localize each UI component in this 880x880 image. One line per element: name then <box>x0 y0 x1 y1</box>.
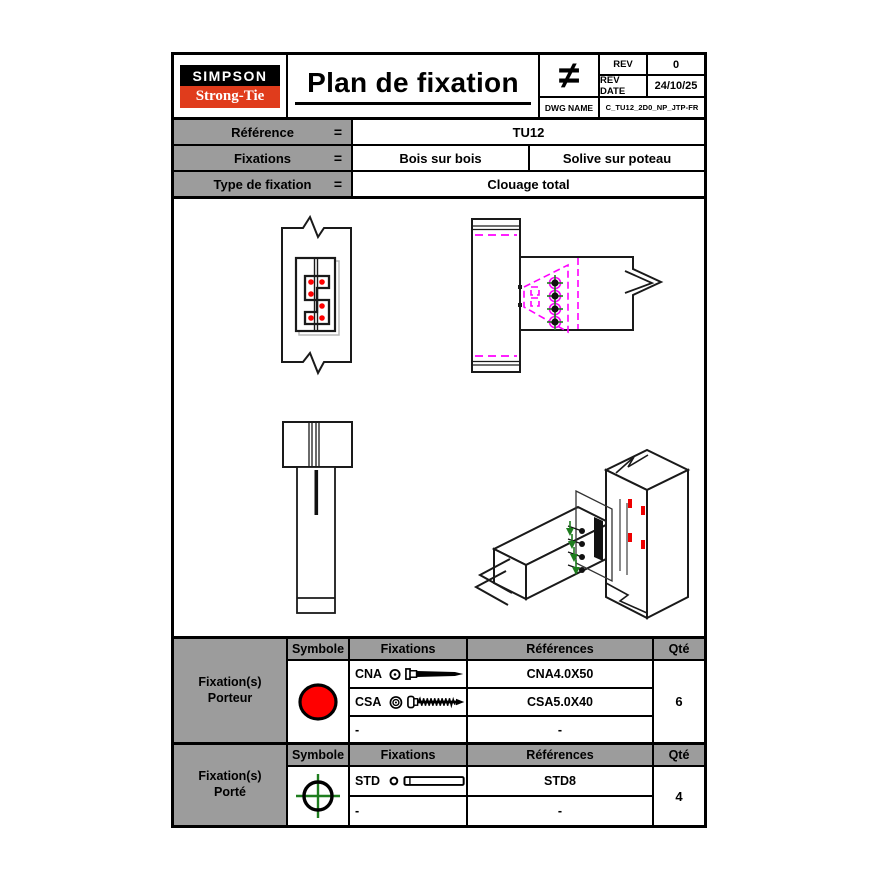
front-view-drawing <box>281 214 352 376</box>
simpson-strongtie-logo: SIMPSON Strong-Tie <box>180 64 280 108</box>
rev-value: 0 <box>648 55 704 74</box>
porteur-qty: 6 <box>654 661 704 742</box>
column-header-references: Références <box>468 639 652 659</box>
column-header-fixations: Fixations <box>350 745 466 765</box>
not-equal-icon: ≠ <box>540 55 598 96</box>
column-header-symbole: Symbole <box>288 639 348 659</box>
porte-symbol-cell <box>288 767 348 825</box>
type-fixation-value: Clouage total <box>353 172 704 196</box>
drawing-area <box>174 199 704 636</box>
nail-side-icon <box>405 668 464 680</box>
porte-fastener-symbols <box>547 275 563 330</box>
fixation-row-empty: - <box>350 717 466 742</box>
type-fixation-label-cell: Type de fixation = <box>174 172 351 196</box>
fixation-row-cna: CNA <box>350 661 466 687</box>
porte-dowel-arrows <box>566 521 580 575</box>
drawing-sheet: SIMPSON Strong-Tie Plan de fixation ≠ RE… <box>171 52 707 828</box>
table-row: Type de fixation = Clouage total <box>174 172 704 196</box>
nail-head-icon <box>389 668 401 680</box>
reference-label-cell: Référence = <box>174 120 351 144</box>
porteur-group-label: Fixation(s) Porteur <box>174 639 286 742</box>
screw-head-icon <box>389 695 403 709</box>
table-row: Fixations = Bois sur bois Solive sur pot… <box>174 146 704 170</box>
screw-side-icon <box>406 695 465 709</box>
dwg-name-value: C_TU12_2D0_NP_JTP-FR <box>600 98 704 117</box>
fixations-label-cell: Fixations = <box>174 146 351 170</box>
rev-label: REV <box>600 55 646 74</box>
divider <box>174 742 704 745</box>
reference-empty: - <box>468 797 652 825</box>
column-header-references: Références <box>468 745 652 765</box>
reference-csa: CSA5.0X40 <box>468 689 652 715</box>
top-view-drawing <box>471 218 664 373</box>
reference-value: TU12 <box>353 120 704 144</box>
column-header-qte: Qté <box>654 745 704 765</box>
isometric-view-drawing <box>473 448 691 620</box>
cad-views-canvas <box>281 214 691 620</box>
equals-sign: = <box>333 124 342 140</box>
logo-strongtie-text: Strong-Tie <box>180 85 280 108</box>
red-circle-icon <box>298 682 338 721</box>
rev-date-label: REV DATE <box>600 75 646 97</box>
connector-slot <box>594 517 603 561</box>
divider <box>174 117 704 120</box>
divider <box>174 196 704 199</box>
porte-group-label: Fixation(s) Porté <box>174 745 286 825</box>
equals-sign: = <box>333 150 342 166</box>
fixations-value-1: Bois sur bois <box>353 146 528 170</box>
side-view-drawing <box>282 421 353 614</box>
sheet-title: Plan de fixation <box>295 67 531 105</box>
revision-block: ≠ REV 0 REV DATE 24/10/25 DWG NAME C_TU1… <box>540 55 704 117</box>
logo-simpson-text: SIMPSON <box>180 64 280 86</box>
table-row: Référence = TU12 <box>174 120 704 144</box>
porte-fixations-table: Fixation(s) Porté Symbole Fixations Réfé… <box>174 745 704 825</box>
porteur-nail-markers <box>308 279 325 321</box>
column-header-qte: Qté <box>654 639 704 659</box>
fixation-row-std: STD <box>350 767 466 795</box>
connector-edge-line <box>314 470 319 515</box>
hidden-connector-outline <box>523 258 579 334</box>
joist-break-icon <box>477 558 513 594</box>
reference-label: Référence <box>231 124 294 140</box>
dwg-name-label: DWG NAME <box>540 98 598 117</box>
reference-std: STD8 <box>468 767 652 795</box>
porteur-symbol-cell <box>288 661 348 742</box>
porteur-fixations-table: Fixation(s) Porteur Symbole Fixations Ré… <box>174 639 704 742</box>
equals-sign: = <box>333 176 342 192</box>
title-block: SIMPSON Strong-Tie Plan de fixation ≠ RE… <box>174 55 704 117</box>
porteur-nail-markers-iso <box>628 499 645 549</box>
hidden-plate-lines <box>475 234 517 357</box>
porte-qty: 4 <box>654 767 704 825</box>
fixations-value-2: Solive sur poteau <box>530 146 704 170</box>
dowel-side-icon <box>403 776 465 786</box>
reference-empty: - <box>468 717 652 742</box>
column-header-fixations: Fixations <box>350 639 466 659</box>
divider <box>174 636 704 639</box>
crosshair-circle-icon <box>296 774 340 818</box>
dowel-head-icon <box>389 776 399 786</box>
fixation-row-empty: - <box>350 797 466 825</box>
post-bottom-break-icon <box>605 582 648 614</box>
fixation-row-csa: CSA <box>350 689 466 715</box>
fixations-label: Fixations <box>233 150 292 166</box>
column-header-symbole: Symbole <box>288 745 348 765</box>
post-top-break-icon <box>615 454 649 474</box>
sheet-title-cell: Plan de fixation <box>288 55 538 117</box>
type-fixation-label: Type de fixation <box>213 176 312 192</box>
rev-date-value: 24/10/25 <box>648 76 704 96</box>
reference-cna: CNA4.0X50 <box>468 661 652 687</box>
logo-cell: SIMPSON Strong-Tie <box>174 55 286 117</box>
reference-table: Référence = TU12 Fixations = Bois sur bo… <box>174 120 704 196</box>
